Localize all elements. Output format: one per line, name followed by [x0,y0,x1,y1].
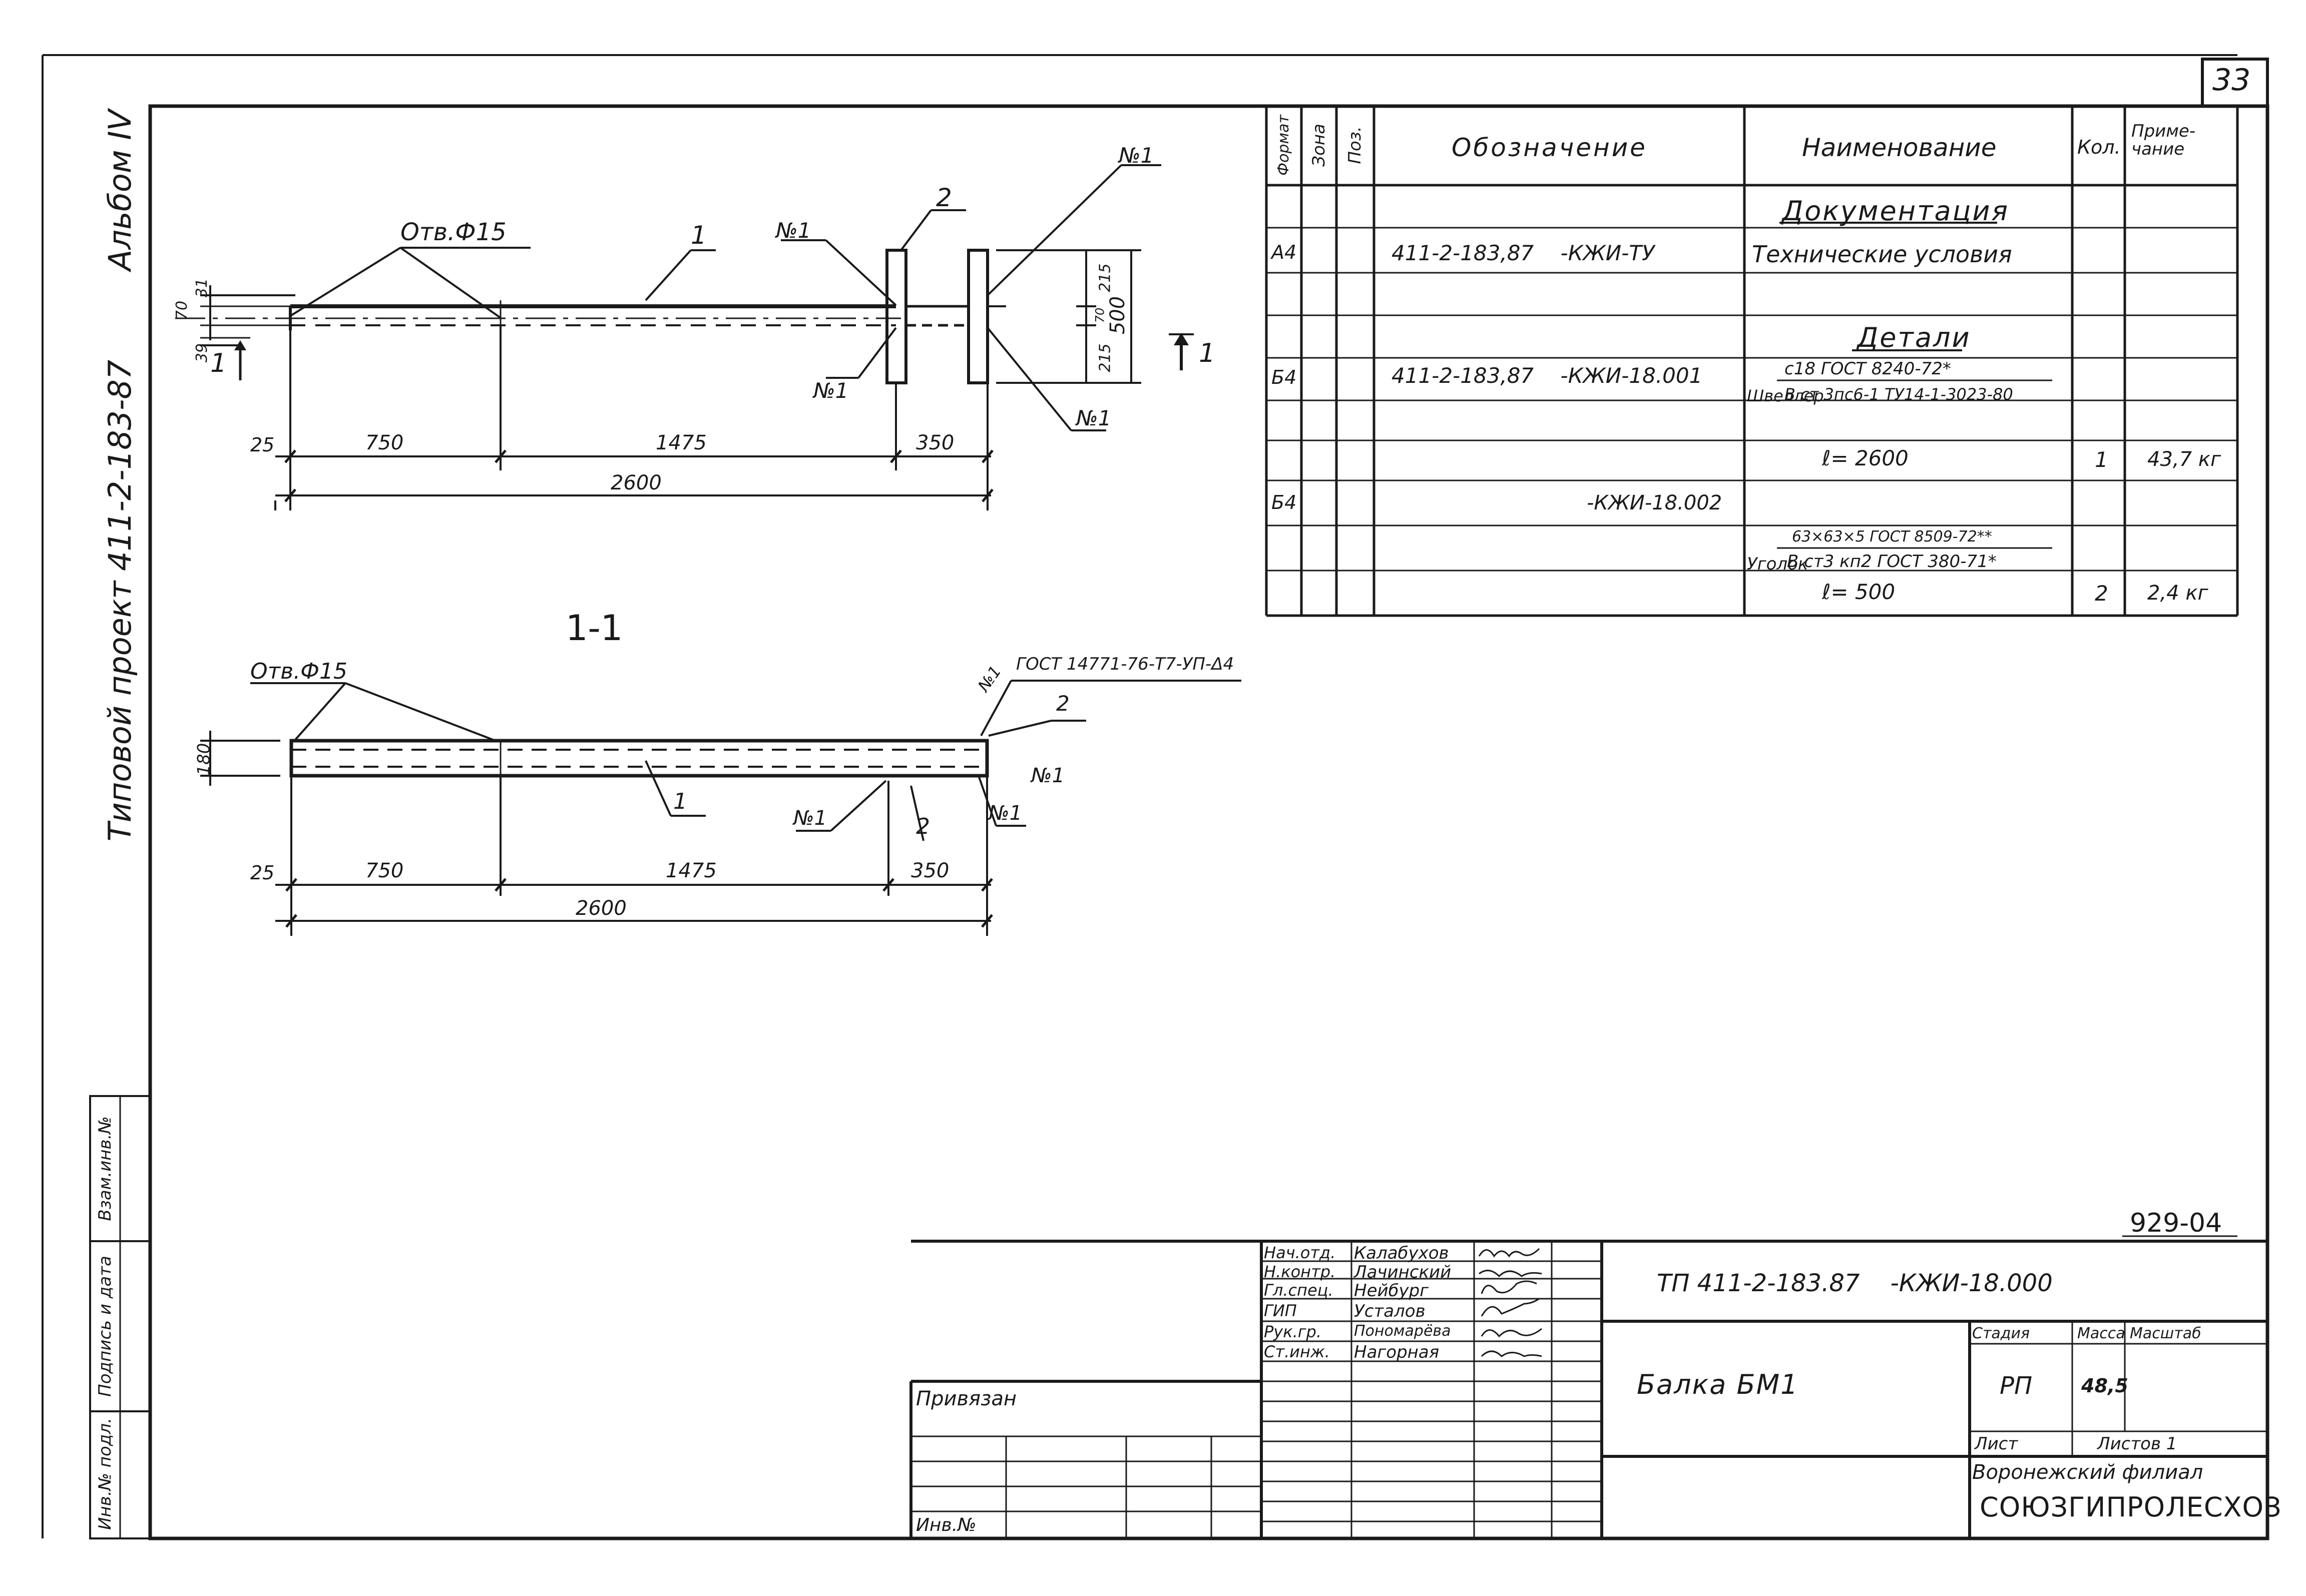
row2-format: Б4 [1271,491,1297,513]
row-tu-name: Технические условия [1752,241,2012,268]
row2-name-a: Уголок [1747,554,1808,574]
section-pos-2b: 2 [916,814,930,839]
dim-1475: 1475 [656,431,707,454]
hdr-name: Наименование [1802,133,1997,162]
dim-70: 70 [173,300,191,320]
name-1: Калабухов [1354,1243,1449,1263]
det-section-title: Детали [1857,322,1971,353]
weld-label-3: №1 [1119,143,1154,168]
dim-31: 31 [193,278,211,298]
section-dim-25: 25 [250,862,275,884]
dim-750: 750 [365,431,404,454]
project-label: Типовой проект 411-2-183-87 [102,359,138,842]
sheets-header: Листов 1 [2097,1434,2177,1454]
section-dim-1475: 1475 [666,859,717,882]
name-2: Лачинский [1354,1262,1452,1282]
dim-350: 350 [916,431,955,454]
code-top: 929-04 [2130,1208,2222,1238]
dim-500: 500 [1106,296,1130,335]
row1-name-b: с18 ГОСТ 8240-72* [1784,359,1951,379]
row1-length: ℓ= 2600 [1822,446,1909,470]
gost-label: ГОСТ 14771-76-Т7-УП-Δ4 [1016,654,1234,674]
section-weld-3: №1 [989,802,1023,825]
section-dim-350: 350 [911,859,950,882]
section-title: 1-1 [566,608,623,649]
inv-no: Инв.№ [916,1515,977,1535]
section-weld-4: №1 [1031,764,1065,787]
sheet-header: Лист [1975,1434,2018,1454]
dim-25: 25 [250,434,275,456]
hdr-pos: Поз. [1345,126,1365,164]
role-5: Рук.гр. [1264,1322,1322,1341]
dim-2600: 2600 [611,471,662,494]
name-5: Пономарёва [1354,1322,1451,1340]
org-line-1: Воронежский филиал [1972,1461,2203,1484]
section-pos-2a: 2 [1056,691,1070,716]
mass-header: Масса [2077,1325,2125,1342]
dim-70b: 70 [1093,307,1107,323]
role-4: ГИП [1264,1301,1297,1320]
org-line-2: СОЮЗГИПРОЛЕСХОЗ [1980,1491,2282,1523]
row2-qty: 2 [2095,581,2108,606]
dim-215a: 215 [1096,263,1114,292]
row1-name-a: Швеллер [1747,386,1824,405]
mass-value: 48,5 [2081,1375,2128,1397]
row1-note: 43,7 кг [2147,448,2221,471]
weld-label-4: №1 [1076,406,1112,430]
row2-length: ℓ= 500 [1822,580,1896,604]
hdr-note: Приме-чание [2131,121,2196,159]
section-dim-750: 750 [365,859,404,882]
inv-podl-label: Инв.№ подл. [95,1418,115,1530]
role-1: Нач.отд. [1264,1243,1336,1262]
sheet-number: 33 [2212,63,2251,98]
weld-label-2: №1 [813,378,849,403]
hdr-designation: Обозначение [1452,133,1647,162]
row-tu-format: А4 [1271,241,1297,263]
section-mark-right: 1 [1199,338,1216,368]
row1-name-c: В ст 3пс6-1 ТУ14-1-3023-80 [1784,385,2013,404]
row1-format: Б4 [1271,366,1297,388]
section-pos-1: 1 [673,789,687,814]
pos-1-label: 1 [691,221,707,250]
row2-designation: -КЖИ-18.002 [1587,491,1722,514]
dim-215b: 215 [1096,343,1114,372]
role-6: Ст.инж. [1264,1342,1330,1361]
hdr-zone: Зона [1309,124,1329,167]
doc-section-title: Документация [1782,195,2009,227]
section-mark-left: 1 [210,348,227,378]
hdr-format: Формат [1275,115,1292,176]
scale-header: Масштаб [2130,1325,2201,1342]
stage-value: РП [2000,1372,2033,1400]
role-2: Н.контр. [1264,1262,1336,1281]
stage-header: Стадия [1972,1325,2030,1342]
stamp-title: Балка БМ1 [1637,1369,1799,1400]
hole-label: Отв.Ф15 [400,218,507,246]
row2-name-c: В ст3 кп2 ГОСТ 380-71* [1787,552,1997,572]
vzam-label: Взам.инв.№ [95,1116,115,1221]
name-6: Нагорная [1354,1342,1440,1362]
name-4: Усталов [1354,1301,1426,1321]
pos-2-label: 2 [936,183,952,212]
dim-180: 180 [194,743,214,776]
name-3: Нейбург [1354,1281,1429,1301]
section-hole-label: Отв.Ф15 [250,659,348,684]
doc-code: ТП 411-2-183.87 -КЖИ-18.000 [1657,1269,2053,1297]
hdr-qty: Кол. [2077,136,2121,158]
privyazan: Привязан [916,1387,1017,1410]
section-weld-2: №1 [793,807,827,830]
row2-name-b: 63×63×5 ГОСТ 8509-72** [1792,528,1992,546]
row1-qty: 1 [2095,447,2108,472]
weld-label-1: №1 [776,218,811,243]
row1-designation: 411-2-183,87 -КЖИ-18.001 [1392,363,1703,388]
section-dim-2600: 2600 [576,897,627,920]
row-tu-designation: 411-2-183,87 -КЖИ-ТУ [1392,241,1655,265]
role-3: Гл.спец. [1264,1281,1333,1300]
dim-39: 39 [193,343,211,363]
podpis-label: Подпись и дата [95,1256,115,1397]
album-label: Альбом IV [102,110,138,271]
row2-note: 2,4 кг [2147,582,2208,605]
